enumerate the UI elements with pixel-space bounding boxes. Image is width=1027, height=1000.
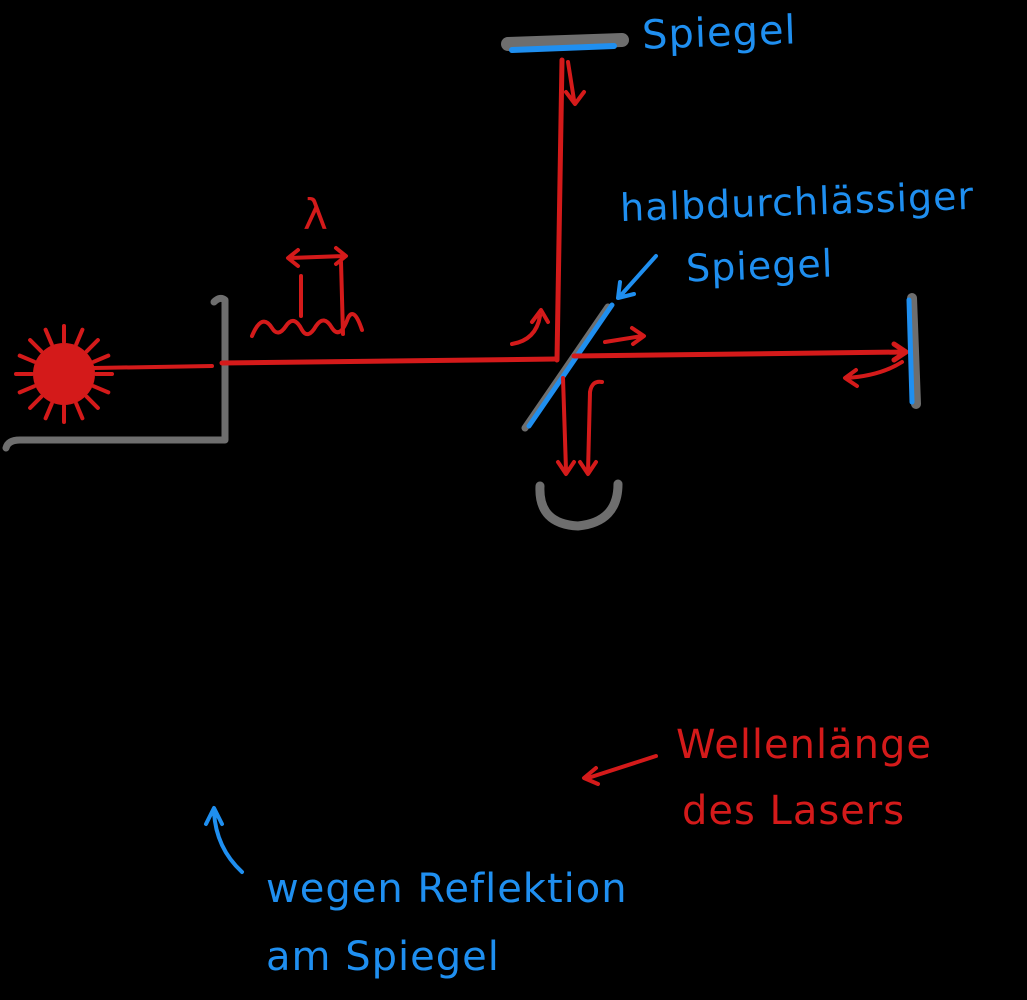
laser-ray <box>28 394 44 410</box>
laser-ray <box>84 338 100 354</box>
pointer-beam-splitter <box>616 254 658 300</box>
label-top-mirror: Spiegel <box>641 7 798 59</box>
label-reflection-line2: am Spiegel <box>266 934 500 980</box>
forward-arrow-right <box>603 326 646 346</box>
laser-ray <box>43 327 54 347</box>
beam-down-1 <box>556 376 576 476</box>
laser-beam-inner <box>92 364 214 370</box>
beam-horizontal-right <box>571 341 909 363</box>
label-wavelength-line1: Wellenlänge <box>676 722 932 768</box>
wave-sketch <box>250 312 364 338</box>
laser-ray <box>84 394 100 410</box>
beam-splitter-surface <box>526 302 615 429</box>
laser-ray <box>17 384 37 395</box>
reflection-arrow-left <box>510 308 550 346</box>
laser-housing <box>2 294 229 452</box>
top-mirror-surface <box>509 43 617 53</box>
return-arrow-top <box>564 60 586 106</box>
pointer-wavelength <box>582 754 658 786</box>
pointer-reflection <box>204 806 244 874</box>
laser-ray <box>91 353 111 364</box>
laser-ray <box>74 401 85 421</box>
sun-burst-icon <box>14 324 114 424</box>
label-lambda: λ <box>303 190 329 239</box>
laser-ray <box>43 401 54 421</box>
laser-ray <box>17 353 37 364</box>
return-arrow-right <box>843 360 904 388</box>
beam-vertical-up <box>554 57 565 363</box>
cup-detector-icon <box>535 479 623 531</box>
lambda-marker-right <box>339 260 345 336</box>
label-reflection-line1: wegen Reflektion <box>266 866 628 912</box>
laser-beam-main <box>219 356 559 366</box>
right-mirror-surface <box>906 297 915 405</box>
lambda-double-arrow <box>286 246 348 268</box>
label-wavelength-line2: des Lasers <box>682 788 906 834</box>
laser-ray <box>74 327 85 347</box>
top-mirror-frame <box>501 33 629 51</box>
right-mirror-frame <box>907 293 921 409</box>
beam-down-2 <box>578 379 604 476</box>
label-beam-splitter-line2: Spiegel <box>685 241 834 291</box>
laser-ray <box>28 338 44 354</box>
laser-ray <box>91 384 111 395</box>
